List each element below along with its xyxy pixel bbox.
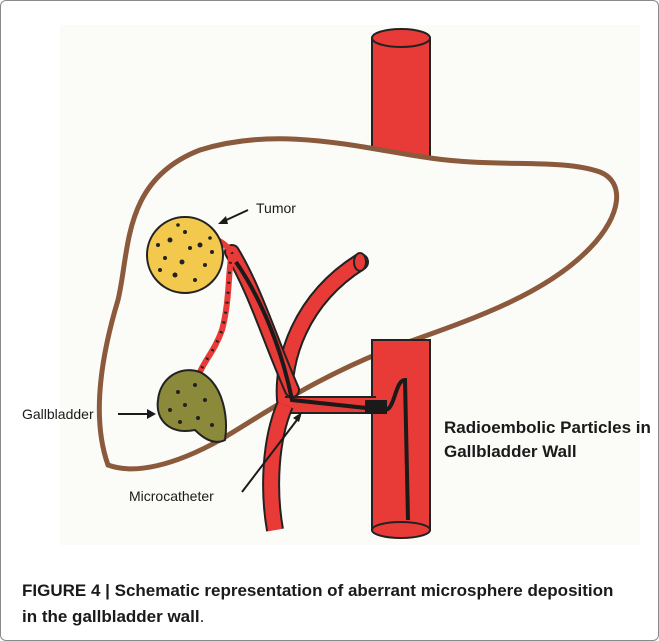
- catheter-cuff: [365, 400, 387, 414]
- gallbladder-label: Gallbladder: [22, 406, 94, 422]
- particles-label-line2: Gallbladder Wall: [444, 440, 577, 464]
- aorta-upper: [372, 29, 430, 163]
- particles-label-line1: Radioembolic Particles in: [444, 416, 651, 440]
- liver-diagram: [0, 0, 659, 560]
- aorta-lower: [372, 340, 430, 538]
- caption-period: .: [200, 607, 205, 626]
- microcatheter-label: Microcatheter: [129, 488, 214, 504]
- tumor-label: Tumor: [256, 200, 296, 216]
- figure-caption: FIGURE 4 | Schematic representation of a…: [22, 578, 632, 630]
- caption-text: FIGURE 4 | Schematic representation of a…: [22, 581, 613, 626]
- tumor-mass: [147, 217, 223, 293]
